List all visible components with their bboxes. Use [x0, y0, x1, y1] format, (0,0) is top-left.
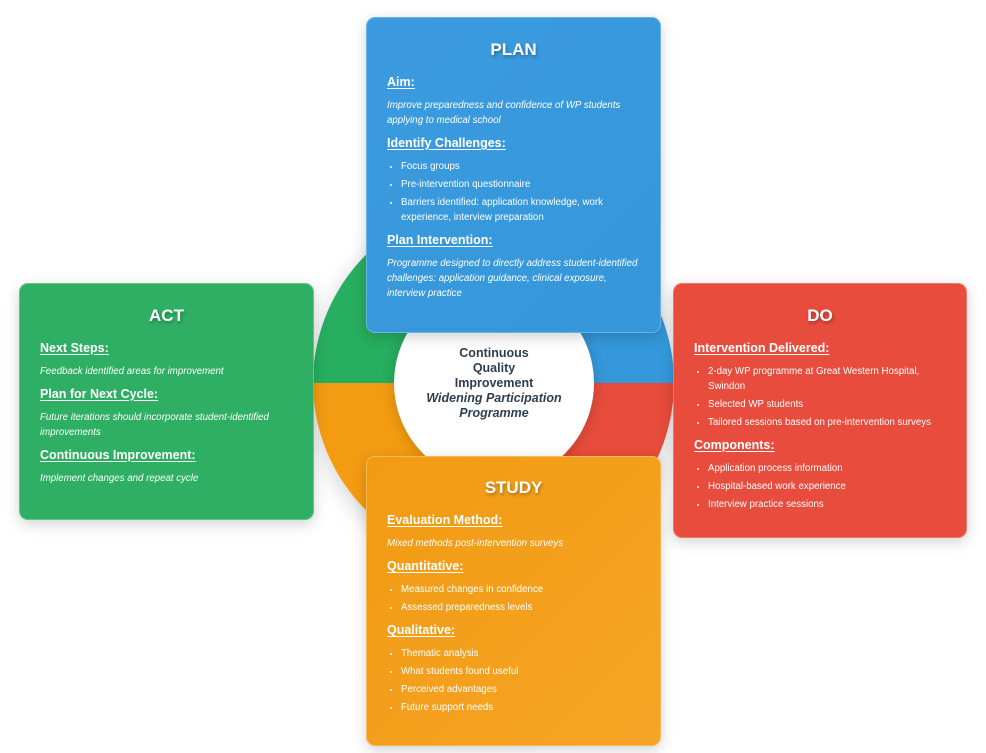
list-item: What students found useful: [401, 664, 640, 679]
do-section-intervention-delivered: Intervention Delivered: 2-day WP program…: [694, 341, 946, 430]
center-title-line: Quality: [472, 360, 516, 375]
plan-title: PLAN: [490, 40, 537, 59]
list-item: Future support needs: [401, 700, 640, 715]
list-item: 2-day WP programme at Great Western Hosp…: [708, 364, 946, 394]
center-title-line: Continuous: [459, 345, 529, 360]
act-section-continuous-improvement: Continuous Improvement: Implement change…: [40, 448, 293, 486]
section-list: Measured changes in confidence Assessed …: [387, 582, 640, 615]
do-section-components: Components: Application process informat…: [694, 438, 946, 512]
section-heading: Next Steps:: [40, 341, 109, 355]
list-item: Thematic analysis: [401, 646, 640, 661]
section-text: Implement changes and repeat cycle: [40, 473, 199, 484]
center-subtitle-line: Widening Participation: [426, 390, 562, 405]
act-section-plan-next-cycle: Plan for Next Cycle: Future iterations s…: [40, 387, 293, 440]
section-heading: Plan for Next Cycle:: [40, 387, 159, 401]
section-heading: Qualitative:: [387, 623, 456, 637]
plan-section-identify-challenges: Identify Challenges: Focus groups Pre-in…: [387, 136, 640, 225]
section-text: Future iterations should incorporate stu…: [40, 412, 269, 438]
study-section-qualitative: Qualitative: Thematic analysis What stud…: [387, 623, 640, 715]
do-card: DO Intervention Delivered: 2-day WP prog…: [673, 283, 967, 538]
list-item: Application process information: [708, 461, 946, 476]
study-card: STUDY Evaluation Method: Mixed methods p…: [366, 456, 661, 746]
list-item: Barriers identified: application knowled…: [401, 195, 640, 225]
section-heading: Identify Challenges:: [387, 136, 506, 150]
list-item: Focus groups: [401, 159, 640, 174]
section-list: Thematic analysis What students found us…: [387, 646, 640, 715]
section-heading: Components:: [694, 438, 775, 452]
section-text: Mixed methods post-intervention surveys: [387, 538, 564, 549]
section-heading: Evaluation Method:: [387, 513, 503, 527]
plan-section-plan-intervention: Plan Intervention: Programme designed to…: [387, 233, 640, 301]
list-item: Assessed preparedness levels: [401, 600, 640, 615]
section-text: Programme designed to directly address s…: [387, 258, 638, 299]
section-heading: Continuous Improvement:: [40, 448, 196, 462]
section-heading: Plan Intervention:: [387, 233, 493, 247]
section-list: 2-day WP programme at Great Western Hosp…: [694, 364, 946, 430]
center-title-line: Improvement: [454, 375, 534, 390]
study-section-evaluation-method: Evaluation Method: Mixed methods post-in…: [387, 513, 640, 551]
section-text: Improve preparedness and confidence of W…: [387, 100, 621, 126]
act-section-next-steps: Next Steps: Feedback identified areas fo…: [40, 341, 293, 379]
do-title: DO: [807, 306, 833, 325]
act-card: ACT Next Steps: Feedback identified area…: [19, 283, 314, 520]
section-list: Focus groups Pre-intervention questionna…: [387, 159, 640, 225]
list-item: Selected WP students: [708, 397, 946, 412]
section-heading: Intervention Delivered:: [694, 341, 830, 355]
list-item: Measured changes in confidence: [401, 582, 640, 597]
center-subtitle-line: Programme: [459, 405, 529, 420]
section-heading: Aim:: [387, 75, 415, 89]
study-title: STUDY: [484, 478, 543, 497]
list-item: Tailored sessions based on pre-intervent…: [708, 415, 946, 430]
plan-card: PLAN Aim: Improve preparedness and confi…: [366, 17, 661, 333]
list-item: Perceived advantages: [401, 682, 640, 697]
study-section-quantitative: Quantitative: Measured changes in confid…: [387, 559, 640, 615]
section-text: Feedback identified areas for improvemen…: [40, 366, 224, 377]
section-heading: Quantitative:: [387, 559, 464, 573]
section-list: Application process information Hospital…: [694, 461, 946, 512]
list-item: Pre-intervention questionnaire: [401, 177, 640, 192]
list-item: Hospital-based work experience: [708, 479, 946, 494]
list-item: Interview practice sessions: [708, 497, 946, 512]
plan-section-aim: Aim: Improve preparedness and confidence…: [387, 75, 640, 128]
act-title: ACT: [149, 306, 184, 325]
